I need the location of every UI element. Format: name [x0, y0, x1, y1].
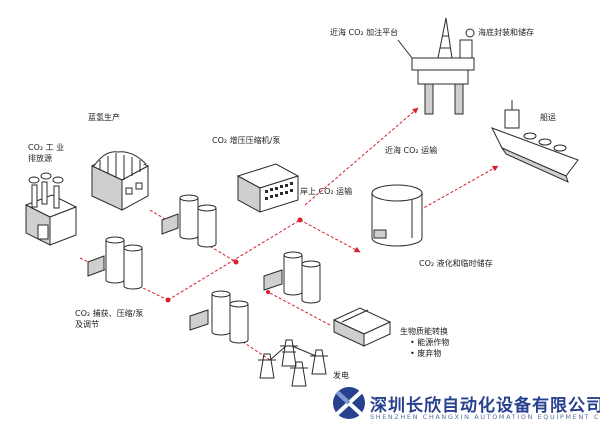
- label-biomass: 生物质能转换: [400, 327, 448, 336]
- offshore-platform-icon: [397, 17, 475, 115]
- power-pylons-icon: [258, 339, 328, 387]
- ship-icon: [490, 100, 579, 183]
- flow-line-liquefaction-to-ship: [419, 165, 499, 211]
- label-shipping: 船运: [540, 113, 556, 122]
- flow-node-main: [165, 297, 171, 303]
- capture-tanks-icon: [87, 236, 143, 290]
- label-offshore-transport: 近海 CO₂ 运输: [385, 146, 438, 155]
- company-name-en: SHENZHEN CHANGXIN AUTOMATION EQUIPMENT C…: [370, 413, 600, 421]
- label-subsea-storage: 海底封装和储存: [478, 28, 534, 37]
- industrial-plant-icon: [24, 172, 78, 246]
- hydrogen-factory-icon: [90, 151, 150, 211]
- label-onshore-transport: 岸上 CO₂ 运输: [300, 187, 353, 196]
- biomass-facility-icon: [332, 307, 392, 347]
- biomass-items-list: 能源作物 废弃物: [400, 337, 449, 359]
- biomass-item: 废弃物: [410, 348, 449, 359]
- flow-line-main-trunk: [167, 219, 301, 301]
- flow-node-mid: [233, 259, 239, 265]
- flow-node-junction: [297, 217, 303, 223]
- label-compressor: CO₂ 增压压缩机/泵: [212, 136, 281, 145]
- biomass-item: 能源作物: [410, 337, 449, 348]
- company-name-cn: 深圳长欣自动化设备有限公司: [370, 396, 600, 416]
- label-liquefaction: CO₂ 液化和临时储存: [419, 259, 493, 268]
- company-logo-icon: [333, 387, 365, 419]
- transport-tanks-icon: [263, 251, 321, 304]
- flow-node-biomass: [266, 290, 270, 294]
- compressor-icon: [236, 163, 300, 213]
- hydrogen-tanks-icon: [161, 194, 217, 248]
- label-offshore-platform: 近海 CO₂ 加注平台: [330, 28, 399, 37]
- label-blue-hydrogen: 蓝氢生产: [88, 113, 120, 122]
- flow-line-to-liquefaction: [299, 219, 361, 253]
- liquefaction-tank-icon: [371, 184, 423, 247]
- label-capture: CO₂ 捕获、压缩/泵 及调节: [75, 309, 144, 329]
- label-industrial-source: CO₂ 工 业 排放源: [28, 143, 65, 163]
- flow-nodes: [165, 217, 303, 303]
- capture-lower-tanks-icon: [189, 290, 249, 344]
- flow-line-biomass-branch: [267, 291, 331, 326]
- label-power: 发电: [333, 371, 349, 380]
